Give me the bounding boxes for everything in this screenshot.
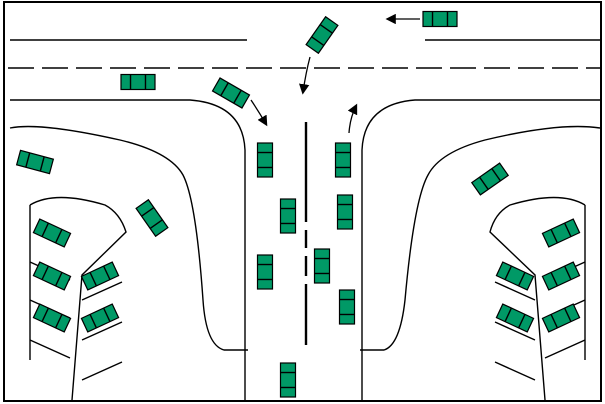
car xyxy=(338,289,356,325)
car xyxy=(32,261,72,291)
car xyxy=(32,303,72,333)
car xyxy=(256,254,274,290)
road-bottom-edge-left xyxy=(10,99,246,400)
car xyxy=(32,218,72,248)
left-island xyxy=(9,125,248,401)
car xyxy=(313,248,331,284)
right-island xyxy=(360,125,601,401)
car xyxy=(470,162,510,196)
car xyxy=(120,73,156,91)
cars xyxy=(15,10,581,398)
arrow-turn-down-from-top xyxy=(299,56,311,95)
main-road xyxy=(8,39,600,400)
car xyxy=(334,142,352,178)
car xyxy=(279,198,297,234)
car xyxy=(279,362,297,398)
car xyxy=(541,261,581,291)
arrow-turn-right-into-side-road xyxy=(250,99,268,127)
car xyxy=(495,261,535,291)
diagram-frame xyxy=(3,1,602,402)
car xyxy=(211,77,251,109)
car xyxy=(15,149,55,175)
road-bottom-edge-right xyxy=(361,99,600,400)
car xyxy=(256,142,274,178)
movement-arrows xyxy=(250,13,420,134)
car xyxy=(80,303,120,333)
car xyxy=(422,10,458,28)
car xyxy=(541,218,581,248)
car xyxy=(495,303,535,333)
car xyxy=(305,15,339,55)
car xyxy=(336,194,354,230)
car xyxy=(541,303,581,333)
car xyxy=(80,261,120,291)
car xyxy=(135,198,169,238)
arrow-exit-side-road xyxy=(347,103,358,134)
